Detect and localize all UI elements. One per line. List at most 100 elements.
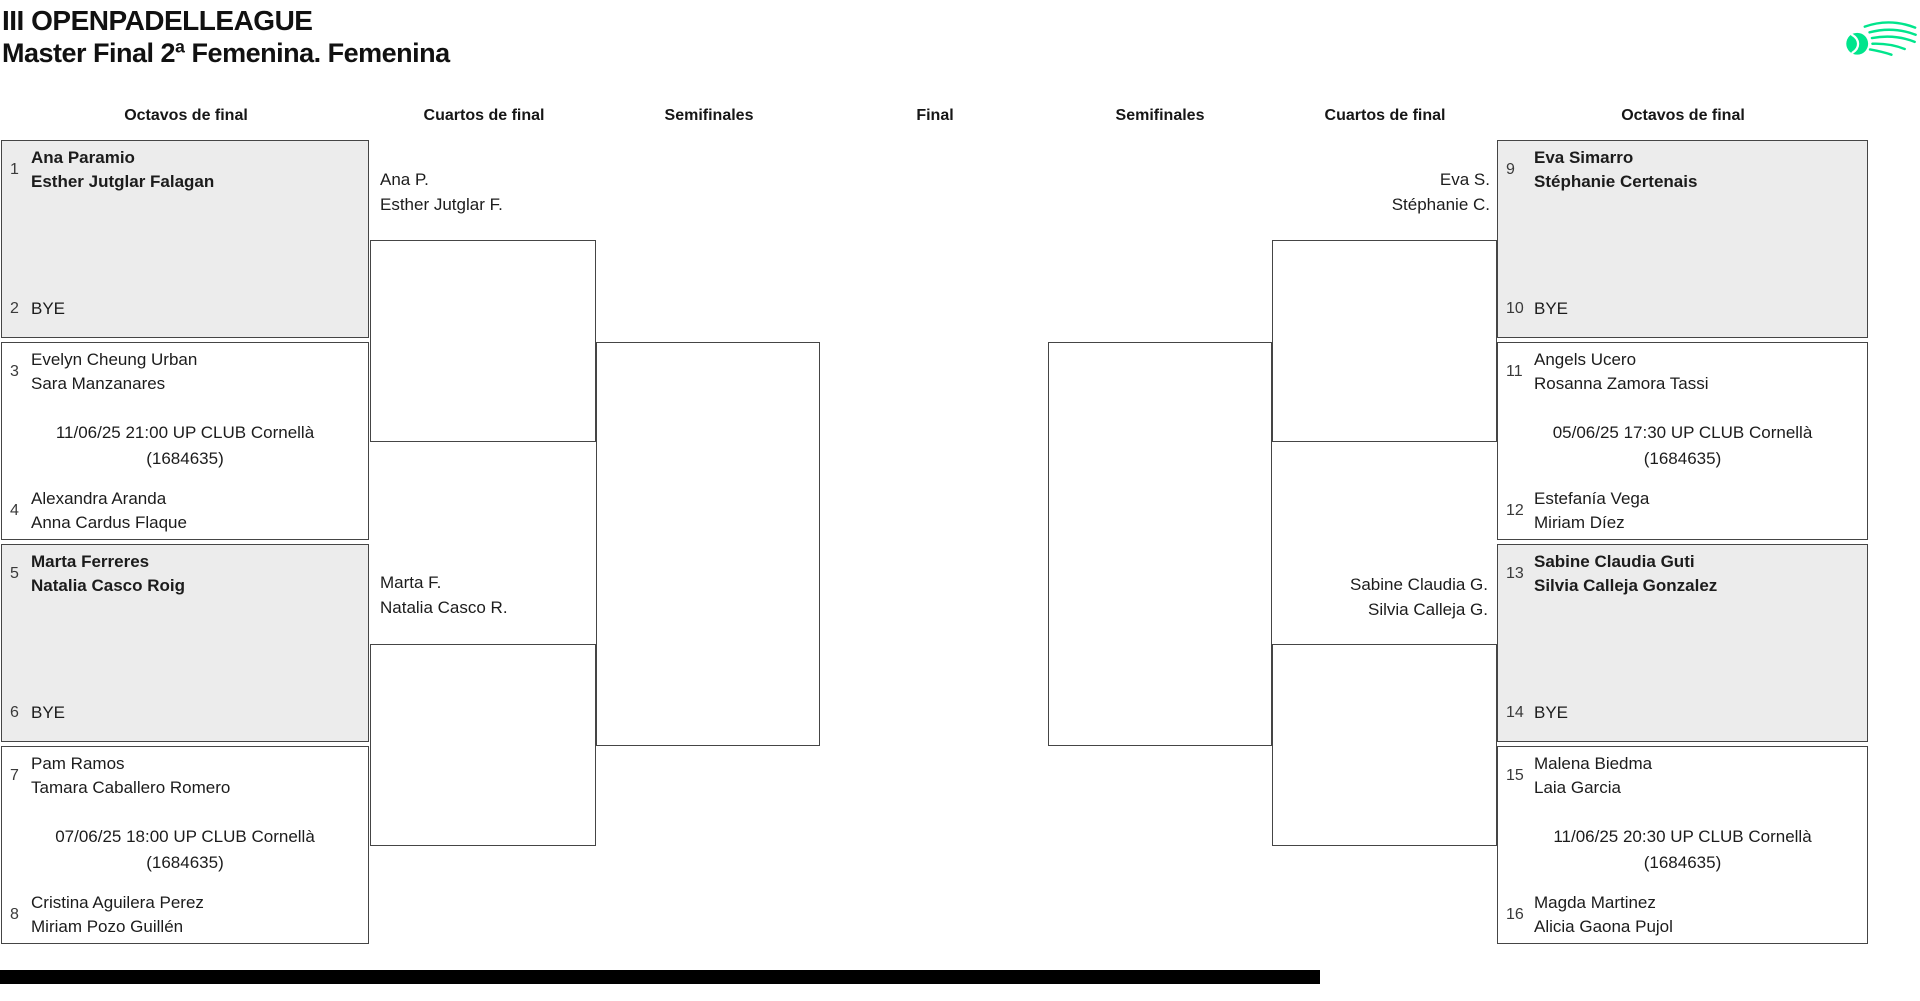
player-name: Rosanna Zamora Tassi (1534, 374, 1709, 393)
player-name: Marta F. (380, 573, 442, 592)
player-name: Eva S. (1439, 170, 1490, 189)
match-id: (1684635) (1643, 853, 1722, 872)
player-name: Laia Garcia (1534, 778, 1621, 797)
round-header-final: Final (916, 107, 954, 124)
player-name: Malena Biedma (1534, 754, 1653, 773)
seed-number: 4 (10, 502, 19, 519)
team-entry[interactable]: 8 Cristina Aguilera Perez Miriam Pozo Gu… (10, 891, 364, 939)
player-name: Sabine Claudia G. (1350, 575, 1488, 594)
bye-label: BYE (31, 299, 66, 318)
match-info[interactable]: 05/06/25 17:30 UP CLUB Cornellà (1684635… (1498, 420, 1867, 472)
connector-quarterfinal-right-top (1272, 240, 1497, 442)
player-name: Alexandra Aranda (31, 489, 167, 508)
team-entry[interactable]: 1 Ana Paramio Esther Jutglar Falagan (10, 146, 364, 194)
connector-quarterfinal-right-bottom (1272, 644, 1497, 846)
quarterfinal-team-left-bottom[interactable]: Marta F. Natalia Casco R. (380, 570, 508, 620)
team-entry[interactable]: 7 Pam Ramos Tamara Caballero Romero (10, 752, 364, 800)
round-header-semis-left: Semifinales (664, 107, 754, 124)
round-header-octavos-left: Octavos de final (124, 107, 248, 124)
round-header-semis-right: Semifinales (1115, 107, 1205, 124)
seed-number: 3 (10, 363, 19, 380)
team-names: BYE (31, 701, 65, 725)
team-entry[interactable]: 13 Sabine Claudia Guti Silvia Calleja Go… (1506, 550, 1863, 598)
seed-number: 8 (10, 906, 19, 923)
player-name: Natalia Casco Roig (31, 576, 185, 595)
seed-number: 16 (1506, 906, 1524, 923)
team-entry[interactable]: 3 Evelyn Cheung Urban Sara Manzanares (10, 348, 364, 396)
team-names: Marta Ferreres Natalia Casco Roig (31, 550, 185, 598)
player-name: Ana P. (380, 170, 429, 189)
player-name: Ana Paramio (31, 148, 135, 167)
match-id: (1684635) (146, 449, 224, 468)
match-box-seeds-1-2: 1 Ana Paramio Esther Jutglar Falagan 2 B… (1, 140, 369, 338)
seed-number: 11 (1506, 363, 1523, 380)
player-name: Silvia Calleja G. (1368, 600, 1488, 619)
match-box-seeds-15-16: 15 Malena Biedma Laia Garcia 11/06/25 20… (1497, 746, 1868, 944)
match-info[interactable]: 07/06/25 18:00 UP CLUB Cornellà (1684635… (2, 824, 368, 876)
player-name: Esther Jutglar F. (380, 195, 503, 214)
team-names: Estefanía Vega Miriam Díez (1534, 487, 1649, 535)
round-header-cuartos-left: Cuartos de final (423, 107, 545, 124)
team-names: Evelyn Cheung Urban Sara Manzanares (31, 348, 197, 396)
match-schedule: 05/06/25 17:30 UP CLUB Cornellà (1552, 423, 1813, 442)
match-box-seeds-7-8: 7 Pam Ramos Tamara Caballero Romero 07/0… (1, 746, 369, 944)
seed-number: 9 (1506, 161, 1515, 178)
quarterfinal-team-right-bottom[interactable]: Sabine Claudia G. Silvia Calleja G. (1350, 572, 1488, 622)
match-info[interactable]: 11/06/25 21:00 UP CLUB Cornellà (1684635… (2, 420, 368, 472)
team-names: Malena Biedma Laia Garcia (1534, 752, 1652, 800)
connector-quarterfinal-left-top (370, 240, 596, 442)
team-names: Pam Ramos Tamara Caballero Romero (31, 752, 230, 800)
match-info[interactable]: 11/06/25 20:30 UP CLUB Cornellà (1684635… (1498, 824, 1867, 876)
team-names: Alexandra Aranda Anna Cardus Flaque (31, 487, 187, 535)
team-names: BYE (1534, 701, 1568, 725)
team-entry[interactable]: 4 Alexandra Aranda Anna Cardus Flaque (10, 487, 364, 535)
page-title: III OPENPADELLEAGUE (2, 5, 313, 36)
round-header-cuartos-right: Cuartos de final (1324, 107, 1446, 124)
player-name: Eva Simarro (1534, 148, 1634, 167)
player-name: Marta Ferreres (31, 552, 150, 571)
seed-number: 14 (1506, 704, 1524, 721)
seed-number: 12 (1506, 502, 1524, 519)
match-id: (1684635) (146, 853, 224, 872)
page-subtitle: Master Final 2ª Femenina. Femenina (2, 38, 450, 68)
bye-label: BYE (1534, 703, 1569, 722)
team-names: BYE (31, 297, 65, 321)
team-names: Sabine Claudia Guti Silvia Calleja Gonza… (1534, 550, 1717, 598)
match-box-seeds-3-4: 3 Evelyn Cheung Urban Sara Manzanares 11… (1, 342, 369, 540)
seed-number: 15 (1506, 767, 1524, 784)
team-entry[interactable]: 9 Eva Simarro Stéphanie Certenais (1506, 146, 1863, 194)
team-entry[interactable]: 12 Estefanía Vega Miriam Díez (1506, 487, 1863, 535)
player-name: Cristina Aguilera Perez (31, 893, 204, 912)
player-name: Tamara Caballero Romero (31, 778, 231, 797)
team-entry-bye: 6 BYE (10, 701, 364, 725)
player-name: Silvia Calleja Gonzalez (1534, 576, 1718, 595)
team-names: Angels Ucero Rosanna Zamora Tassi (1534, 348, 1709, 396)
team-entry[interactable]: 5 Marta Ferreres Natalia Casco Roig (10, 550, 364, 598)
player-name: Magda Martinez (1534, 893, 1656, 912)
connector-semifinal-right (1048, 342, 1272, 746)
player-name: Stéphanie C. (1391, 195, 1490, 214)
team-entry[interactable]: 15 Malena Biedma Laia Garcia (1506, 752, 1863, 800)
quarterfinal-team-right-top[interactable]: Eva S. Stéphanie C. (1392, 167, 1490, 217)
connector-semifinal-left (596, 342, 820, 746)
match-box-seeds-5-6: 5 Marta Ferreres Natalia Casco Roig 6 BY… (1, 544, 369, 742)
seed-number: 5 (10, 565, 19, 582)
player-name: Miriam Pozo Guillén (31, 917, 184, 936)
match-schedule: 07/06/25 18:00 UP CLUB Cornellà (55, 827, 315, 846)
quarterfinal-team-left-top[interactable]: Ana P. Esther Jutglar F. (380, 167, 503, 217)
team-entry[interactable]: 11 Angels Ucero Rosanna Zamora Tassi (1506, 348, 1863, 396)
seed-number: 2 (10, 300, 19, 317)
player-name: Natalia Casco R. (380, 598, 508, 617)
player-name: Angels Ucero (1534, 350, 1637, 369)
bottom-black-bar (0, 970, 1320, 984)
player-name: Stéphanie Certenais (1534, 172, 1698, 191)
player-name: Estefanía Vega (1534, 489, 1650, 508)
match-schedule: 11/06/25 21:00 UP CLUB Cornellà (55, 423, 315, 442)
player-name: Miriam Díez (1534, 513, 1625, 532)
seed-number: 13 (1506, 565, 1524, 582)
team-entry[interactable]: 16 Magda Martinez Alicia Gaona Pujol (1506, 891, 1863, 939)
team-names: Eva Simarro Stéphanie Certenais (1534, 146, 1697, 194)
team-entry-bye: 2 BYE (10, 297, 364, 321)
match-schedule: 11/06/25 20:30 UP CLUB Cornellà (1553, 827, 1812, 846)
